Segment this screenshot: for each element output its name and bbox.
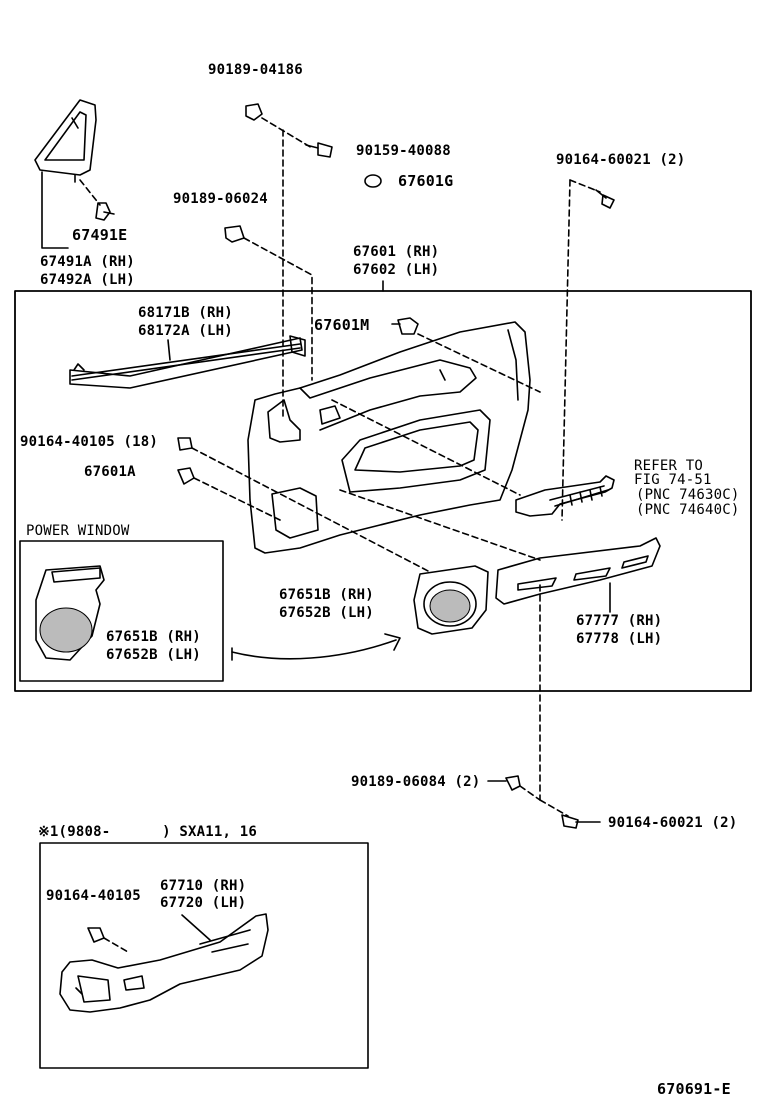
label-power-window: POWER WINDOW [26,523,130,539]
label-90164-40105: 90164-40105 [46,888,141,904]
screw-90159-40088 [305,142,333,158]
label-68171b: 68171B (RH) [138,305,233,321]
label-90164-60021-top: 90164-60021 (2) [556,152,686,168]
clip-67601a [177,467,195,485]
screw-90164-60021-top [595,189,615,209]
clip-67601m [391,317,419,335]
clip-90189-04186 [245,103,263,121]
screw-90164-40105 [177,437,193,451]
clip-67491e [95,202,115,221]
label-90189-04186: 90189-04186 [208,62,303,78]
speaker-grille-main [413,565,489,635]
label-67720: 67720 (LH) [160,895,247,911]
label-67651b-pw: 67651B (RH) [106,629,201,645]
label-90164-60021-bottom: 90164-60021 (2) [608,815,738,831]
armrest-67777 [495,537,661,605]
label-refer-line3: (PNC 74630C) [636,487,740,503]
replacement-arrow [231,639,397,660]
label-67602: 67602 (LH) [353,262,440,278]
power-window-box [19,540,224,682]
label-refer-line1: REFER TO [634,458,704,474]
label-67601a: 67601A [84,464,136,480]
label-refer-line4: (PNC 74640C) [636,502,740,518]
label-90189-06084: 90189-06084 (2) [351,774,481,790]
label-68172a: 68172A (LH) [138,323,233,339]
label-90159-40088: 90159-40088 [356,143,451,159]
label-90164-40105-18: 90164-40105 (18) [20,434,159,450]
label-67777: 67777 (RH) [576,613,663,629]
trim-panel-67710 [59,913,269,1013]
clip-90189-06024 [224,225,245,243]
pull-handle [515,475,615,517]
label-67601g: 67601G [398,172,454,190]
label-67651b-main: 67651B (RH) [279,587,374,603]
label-67778: 67778 (LH) [576,631,663,647]
speaker-grille-power-window [35,565,105,661]
label-sxa-note: ※1(9808- ) SXA11, 16 [38,824,258,840]
sxa-box [39,842,369,1069]
door-trim-panel [247,321,531,554]
hole-plug-67601g [364,174,382,188]
label-67652b-pw: 67652B (LH) [106,647,201,663]
label-67710: 67710 (RH) [160,878,247,894]
label-67492a: 67492A (LH) [40,272,135,288]
clip-90189-06084 [505,775,521,791]
label-67491a: 67491A (RH) [40,254,135,270]
screw-90164-40105-sxa [87,927,105,943]
corner-garnish-part [34,99,97,249]
label-67601m: 67601M [314,316,370,334]
label-67491e: 67491E [72,226,128,244]
weatherstrip-68171b [69,335,306,389]
label-90189-06024: 90189-06024 [173,191,268,207]
figure-code: 670691-E [657,1080,731,1098]
label-67652b-main: 67652B (LH) [279,605,374,621]
screw-90164-60021-bottom [561,814,601,829]
label-refer-line2: FIG 74-51 [634,472,712,488]
label-67601: 67601 (RH) [353,244,440,260]
